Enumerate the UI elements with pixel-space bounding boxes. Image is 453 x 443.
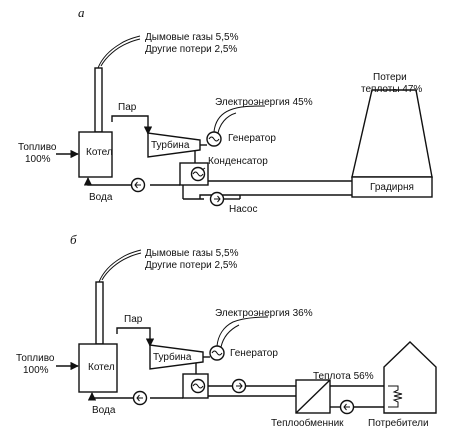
other-losses-label-a: Другие потери 2,5% bbox=[145, 44, 237, 55]
steam-label-a: Пар bbox=[118, 102, 137, 113]
radiator-coil-b bbox=[388, 385, 403, 408]
turbine-label-a: Турбина bbox=[151, 139, 190, 151]
boiler-label-a: Котел bbox=[86, 147, 113, 158]
feedwater-line-b bbox=[87, 392, 133, 401]
condenser-label-a: Конденсатор bbox=[208, 156, 268, 167]
cooling-tower-a bbox=[351, 89, 433, 178]
electricity-label-a: Электроэнергия 45% bbox=[215, 97, 313, 108]
turbine-label-b: Турбина bbox=[153, 351, 192, 363]
electricity-label-b: Электроэнергия 36% bbox=[215, 308, 313, 319]
water-label-a: Вода bbox=[89, 192, 113, 203]
diagram-a: а Дымовые газы 5,5% Другие потери 2,5% К… bbox=[18, 5, 433, 215]
heat-label-b: Теплота 56% bbox=[313, 371, 374, 382]
water-label-b: Вода bbox=[92, 405, 116, 416]
fuel-label-a-2: 100% bbox=[25, 154, 51, 165]
chimney-b bbox=[95, 281, 104, 345]
cooling-tower-basin-a bbox=[351, 176, 433, 198]
cooling-tower-label-a: Градирня bbox=[370, 182, 414, 193]
feedwater-line-a bbox=[83, 177, 131, 186]
generator-label-a: Генератор bbox=[228, 133, 276, 144]
electricity-line-a bbox=[213, 105, 266, 133]
consumer-house-b bbox=[383, 341, 437, 414]
smoke-b bbox=[98, 249, 142, 283]
electricity-line-b bbox=[216, 316, 269, 347]
boiler-a bbox=[78, 131, 113, 178]
fuel-label-b-1: Топливо bbox=[16, 353, 55, 364]
pump-label-a: Насос bbox=[229, 204, 257, 215]
boiler-label-b: Котел bbox=[88, 362, 115, 373]
smoke-a bbox=[97, 35, 141, 69]
heat-losses-label-a-2: теплоты 47% bbox=[361, 84, 422, 95]
heat-losses-label-a-1: Потери bbox=[373, 72, 407, 83]
turbine-a bbox=[147, 132, 201, 158]
generator-label-b: Генератор bbox=[230, 348, 278, 359]
generator-symbol-a bbox=[208, 136, 220, 142]
flue-gases-label-b: Дымовые газы 5,5% bbox=[145, 248, 239, 259]
heat-exchanger-label-b: Теплообменник bbox=[271, 417, 344, 429]
diagram-b-label: б bbox=[70, 232, 77, 247]
boiler-b bbox=[78, 343, 118, 393]
turbine-b bbox=[149, 344, 204, 370]
steam-label-b: Пар bbox=[124, 314, 143, 325]
consumers-label-b: Потребители bbox=[368, 417, 429, 429]
other-losses-label-b: Другие потери 2,5% bbox=[145, 260, 237, 271]
generator-symbol-b bbox=[211, 350, 223, 356]
chimney-a bbox=[94, 67, 103, 133]
steam-line-a bbox=[111, 115, 153, 135]
flue-gases-label-a: Дымовые газы 5,5% bbox=[145, 32, 239, 43]
diagram-b: б Дымовые газы 5,5% Другие потери 2,5% К… bbox=[16, 232, 437, 429]
fuel-label-a-1: Топливо bbox=[18, 142, 57, 153]
diagram-a-label: а bbox=[78, 5, 85, 20]
fuel-label-b-2: 100% bbox=[23, 365, 49, 376]
steam-line-b bbox=[116, 327, 155, 347]
